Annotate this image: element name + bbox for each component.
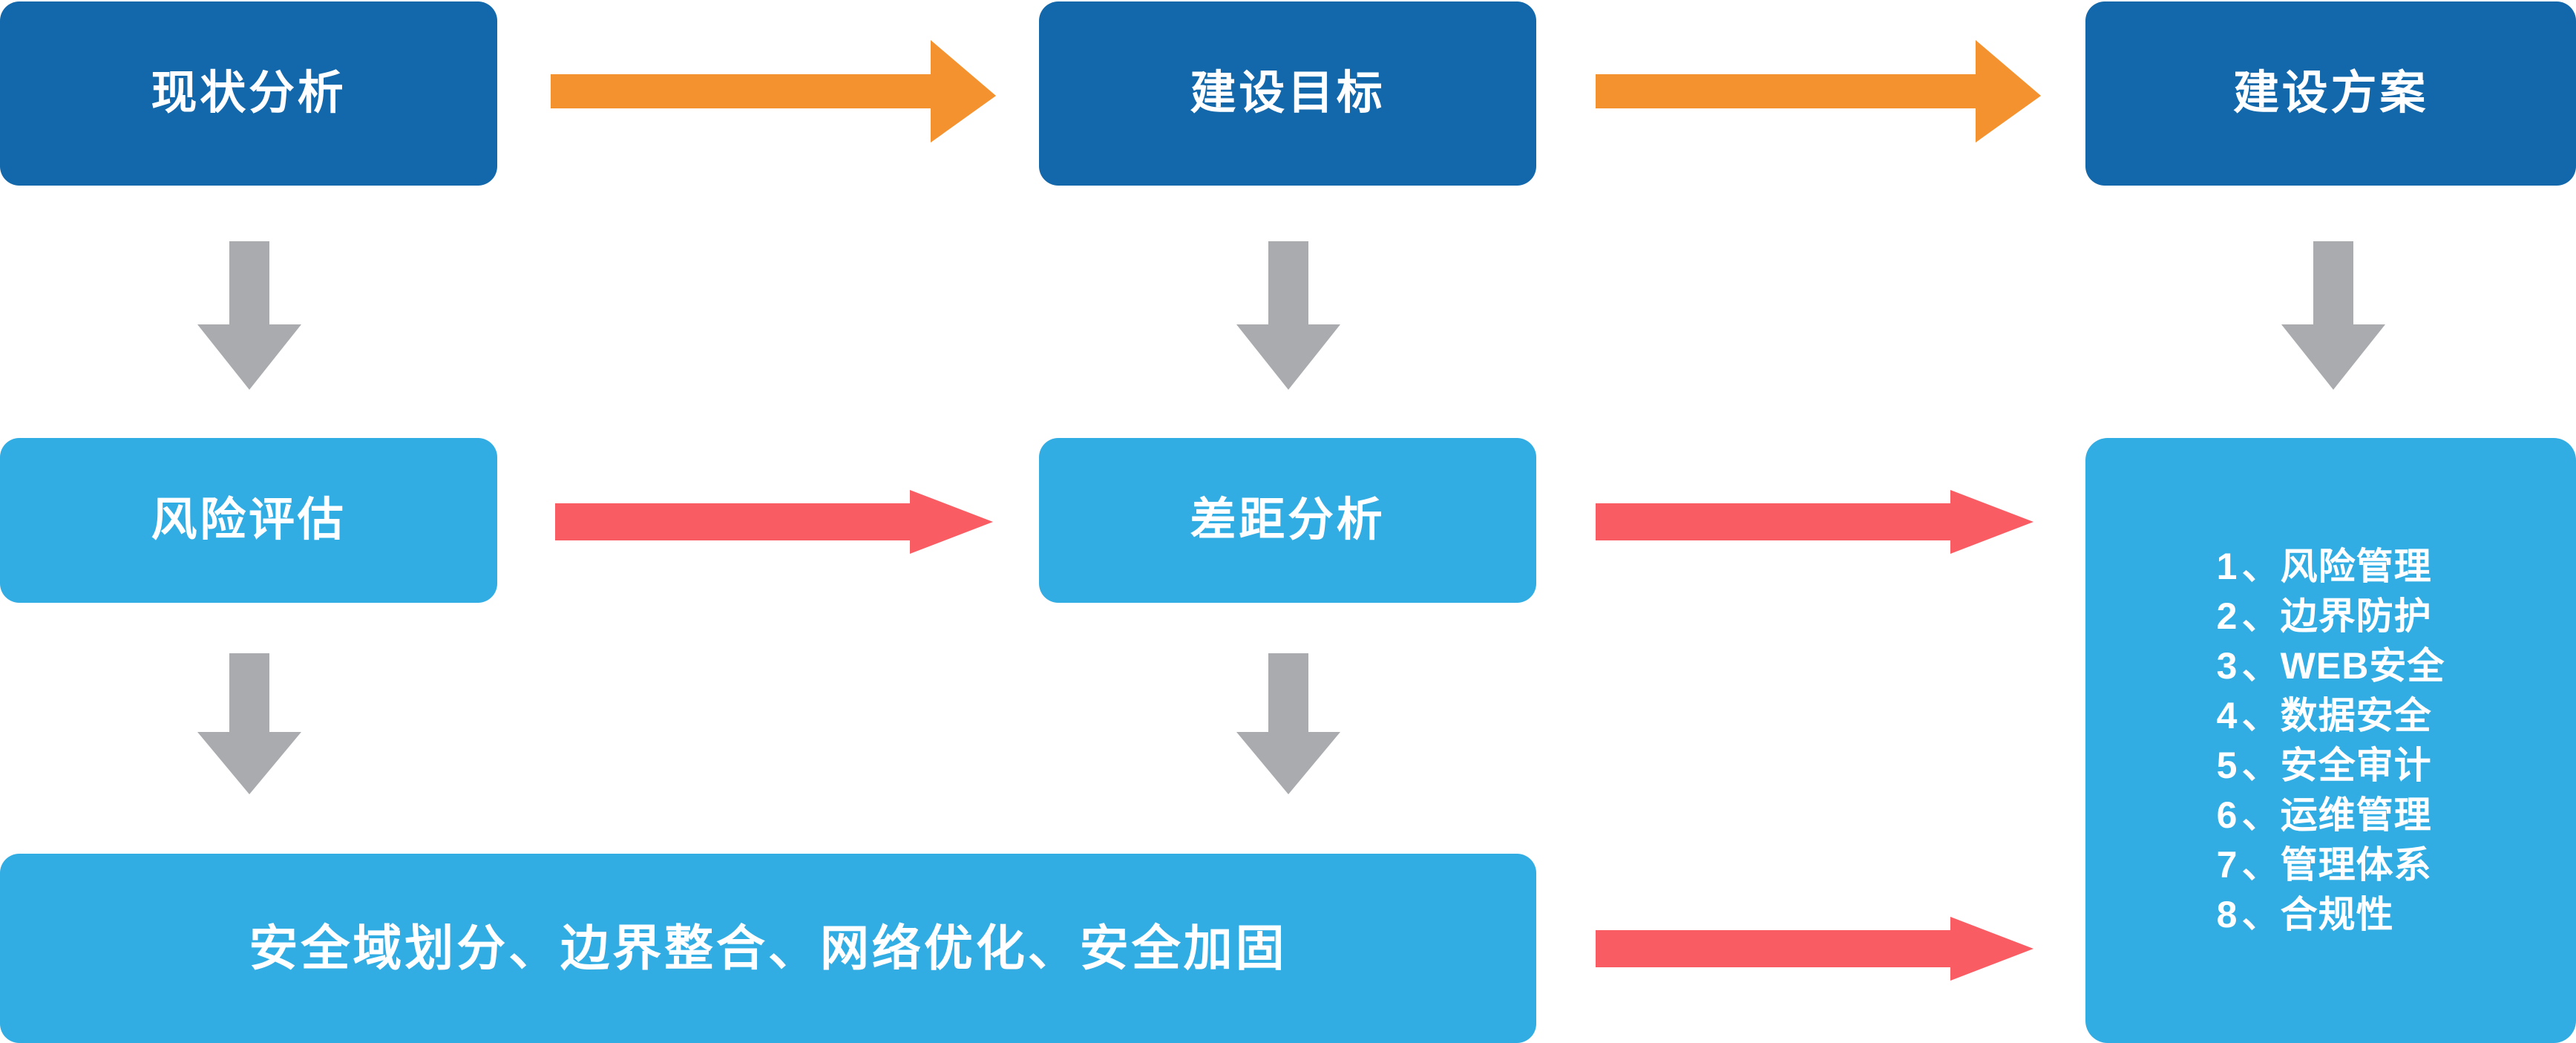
box-current-state-label: 现状分析 (151, 68, 347, 120)
box-construction-goal-label: 建设目标 (1190, 68, 1386, 120)
arrow-right-red-3 (1596, 917, 2033, 981)
list-item-label: 边界防护 (2280, 595, 2432, 637)
list-item-number: 4 (2216, 694, 2238, 736)
list-item-number: 2 (2216, 595, 2238, 637)
list-item-separator: 、 (2241, 893, 2280, 935)
list-item[interactable]: 2 、 边界防护 (2217, 592, 2445, 641)
deliverables-list: 1 、 风险管理 2 、 边界防护 3 、 WEB安全 4 、 数据安全 5 (2217, 543, 2445, 939)
list-item-number: 7 (2216, 843, 2238, 886)
deliverables-panel[interactable]: 1 、 风险管理 2 、 边界防护 3 、 WEB安全 4 、 数据安全 5 (2085, 438, 2576, 1043)
list-item-number: 1 (2216, 545, 2238, 587)
list-item-separator: 、 (2241, 843, 2280, 886)
list-item-separator: 、 (2241, 595, 2280, 637)
arrow-down-gray-1 (197, 241, 301, 390)
list-item[interactable]: 8 、 合规性 (2217, 891, 2445, 939)
list-item-label: 数据安全 (2280, 694, 2432, 736)
list-item[interactable]: 7 、 管理体系 (2217, 841, 2445, 889)
list-item-separator: 、 (2241, 644, 2280, 687)
list-item[interactable]: 1 、 风险管理 (2217, 543, 2445, 591)
list-item[interactable]: 4 、 数据安全 (2217, 692, 2445, 740)
box-security-measures[interactable]: 安全域划分、边界整合、网络优化、安全加固 (0, 854, 1536, 1043)
arrow-right-orange-2 (1596, 1, 2041, 143)
arrow-down-gray-4 (197, 653, 301, 794)
list-item-label: WEB安全 (2280, 644, 2445, 687)
arrow-right-red-2 (1596, 490, 2033, 554)
box-risk-assessment[interactable]: 风险评估 (0, 438, 497, 603)
list-item-label: 运维管理 (2280, 794, 2432, 836)
list-item-separator: 、 (2241, 794, 2280, 836)
box-current-state[interactable]: 现状分析 (0, 1, 497, 186)
list-item[interactable]: 6 、 运维管理 (2217, 791, 2445, 840)
list-item-separator: 、 (2241, 744, 2280, 786)
list-item-number: 3 (2216, 644, 2238, 687)
box-construction-plan-label: 建设方案 (2233, 68, 2428, 120)
arrow-right-orange-1 (551, 1, 996, 143)
list-item-separator: 、 (2241, 545, 2280, 587)
list-item[interactable]: 5 、 安全审计 (2217, 742, 2445, 790)
list-item-number: 6 (2216, 794, 2238, 836)
arrow-down-gray-3 (2281, 241, 2385, 390)
list-item-number: 5 (2216, 744, 2238, 786)
box-gap-analysis-label: 差距分析 (1190, 494, 1386, 546)
list-item-label: 安全审计 (2280, 744, 2432, 786)
arrow-down-gray-2 (1236, 241, 1340, 390)
list-item-label: 合规性 (2280, 893, 2394, 935)
box-security-measures-label: 安全域划分、边界整合、网络优化、安全加固 (249, 920, 1288, 975)
list-item-separator: 、 (2241, 694, 2280, 736)
list-item-label: 风险管理 (2280, 545, 2432, 587)
list-item-number: 8 (2216, 893, 2238, 935)
box-construction-goal[interactable]: 建设目标 (1039, 1, 1536, 186)
box-construction-plan[interactable]: 建设方案 (2085, 1, 2576, 186)
box-risk-assessment-label: 风险评估 (151, 494, 347, 546)
arrow-right-red-1 (555, 490, 993, 554)
arrow-down-gray-5 (1236, 653, 1340, 794)
list-item-label: 管理体系 (2280, 843, 2432, 886)
box-gap-analysis[interactable]: 差距分析 (1039, 438, 1536, 603)
list-item[interactable]: 3 、 WEB安全 (2217, 642, 2445, 690)
